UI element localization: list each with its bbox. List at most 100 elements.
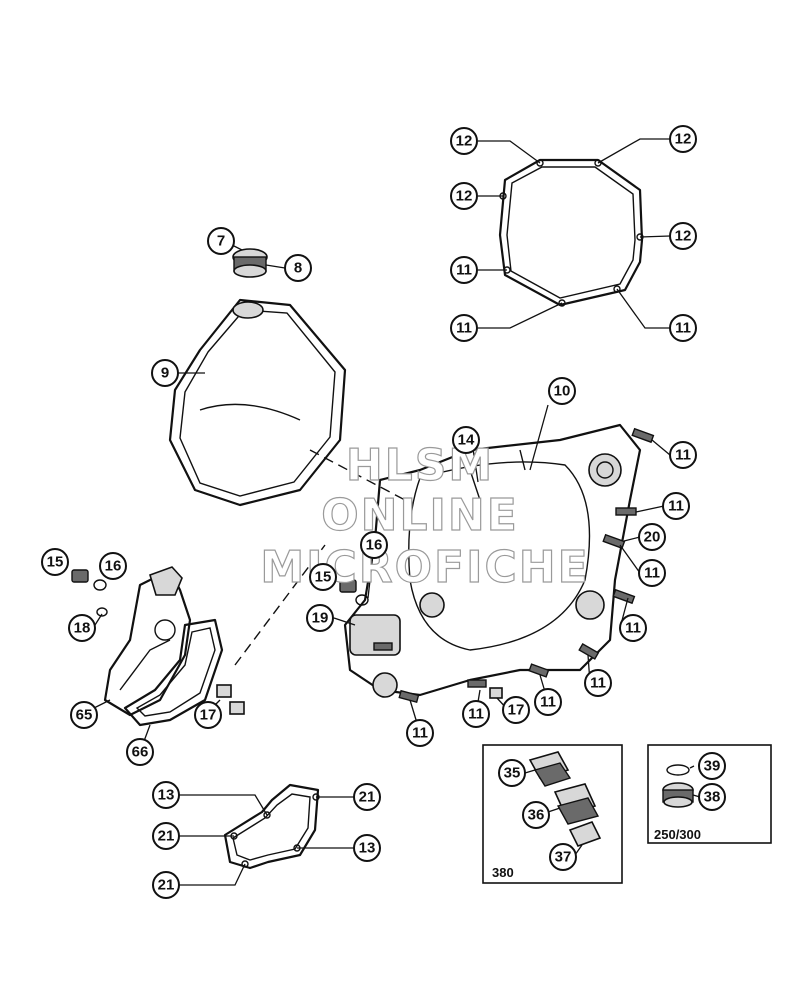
callout-11-cover-bottom-right: 11 [584,669,612,697]
watermark-line2: ONLINE [321,490,519,541]
callout-16-pump: 16 [99,552,127,580]
callout-7: 7 [207,227,235,255]
callout-36: 36 [522,801,550,829]
callout-21-bottom: 21 [152,871,180,899]
callout-10: 10 [548,377,576,405]
callout-39: 39 [698,752,726,780]
callout-11-gasket-bottom-right: 11 [669,314,697,342]
callout-number: 37 [555,849,572,866]
callout-number: 36 [528,807,545,824]
oil-filler-plug [232,248,268,278]
callout-number: 11 [412,725,428,742]
callout-number: 15 [47,554,64,571]
callout-12-mid-right: 12 [669,222,697,250]
callout-16-cover: 16 [360,531,388,559]
callout-14: 14 [452,426,480,454]
water-pump-cover [103,566,192,717]
callout-11-cover-bottom-left: 11 [406,719,434,747]
assembly-lines [234,449,406,666]
watermark-line3: MICROFICHE [260,542,589,593]
callout-11-gasket-bottom-left: 11 [450,314,478,342]
callout-number: 35 [504,765,521,782]
callout-12-mid-left: 12 [450,182,478,210]
outer-clutch-cover [168,298,347,507]
callout-number: 16 [366,537,383,554]
water-pump-cover-gasket [223,783,320,870]
callout-number: 17 [200,707,217,724]
callout-12-top-left: 12 [450,127,478,155]
callout-number: 13 [359,840,376,857]
callout-number: 18 [74,620,91,637]
callout-number: 12 [675,131,692,148]
inset-380-label: 380 [492,865,514,880]
callout-38: 38 [698,783,726,811]
callout-number: 16 [105,558,122,575]
callout-number: 11 [590,675,606,692]
callout-11-cover-bottom-mid: 11 [534,688,562,716]
callout-number: 10 [554,383,571,400]
callout-21-right: 21 [353,783,381,811]
inner-clutch-cover [343,423,642,698]
callout-number: 21 [158,828,175,845]
water-pump-gasket [123,618,224,727]
callout-number: 21 [359,789,376,806]
callout-number: 11 [540,694,556,711]
callouts: 12 12 12 12 11 11 11 7 8 9 10 14 11 11 2… [41,125,726,899]
clutch-cover-gasket [498,158,644,307]
callout-8: 8 [284,254,312,282]
inset-380: 380 [482,744,623,884]
callout-number: 11 [668,498,684,515]
callout-number: 20 [644,529,661,546]
callout-number: 9 [161,365,169,382]
callout-number: 17 [508,702,525,719]
callout-number: 38 [704,789,721,806]
callout-number: 15 [315,569,332,586]
callout-17-cover: 17 [502,696,530,724]
callout-35: 35 [498,759,526,787]
callout-number: 7 [217,233,225,250]
callout-number: 11 [456,262,472,279]
callout-number: 12 [675,228,692,245]
callout-number: 66 [132,744,149,761]
callout-37: 37 [549,843,577,871]
callout-15-cover: 15 [309,563,337,591]
callout-number: 21 [158,877,175,894]
callout-number: 39 [704,758,721,775]
callout-21-left: 21 [152,822,180,850]
callout-11-cover-right-1: 11 [662,492,690,520]
callout-number: 19 [312,610,329,627]
callout-number: 11 [644,565,660,582]
callout-12-top-right: 12 [669,125,697,153]
callout-15-pump: 15 [41,548,69,576]
callout-19: 19 [306,604,334,632]
callout-11-cover-top: 11 [669,441,697,469]
callout-20: 20 [638,523,666,551]
callout-number: 11 [456,320,472,337]
callout-13-top: 13 [152,781,180,809]
callout-18: 18 [68,614,96,642]
callout-number: 13 [158,787,175,804]
callout-17-pump: 17 [194,701,222,729]
small-fittings [71,569,369,715]
callout-65: 65 [70,701,98,729]
callout-number: 8 [294,260,302,277]
watermark: HLSM ONLINE MICROFICHE [260,439,589,593]
callout-number: 11 [625,620,641,637]
callout-number: 11 [675,320,691,337]
callout-number: 12 [456,188,473,205]
callout-11-gasket-left: 11 [450,256,478,284]
watermark-line1: HLSM [346,440,494,491]
callout-11-cover-right-2: 11 [638,559,666,587]
callout-number: 65 [76,707,93,724]
callout-9: 9 [151,359,179,387]
callout-11-cover-bottom: 11 [462,700,490,728]
callout-number: 11 [675,447,691,464]
callout-11-cover-right-3: 11 [619,614,647,642]
callout-66: 66 [126,738,154,766]
callout-number: 11 [468,706,484,723]
callout-number: 12 [456,133,473,150]
callout-number: 14 [458,432,475,449]
inset-250-300-label: 250/300 [654,827,701,842]
callout-13-right: 13 [353,834,381,862]
